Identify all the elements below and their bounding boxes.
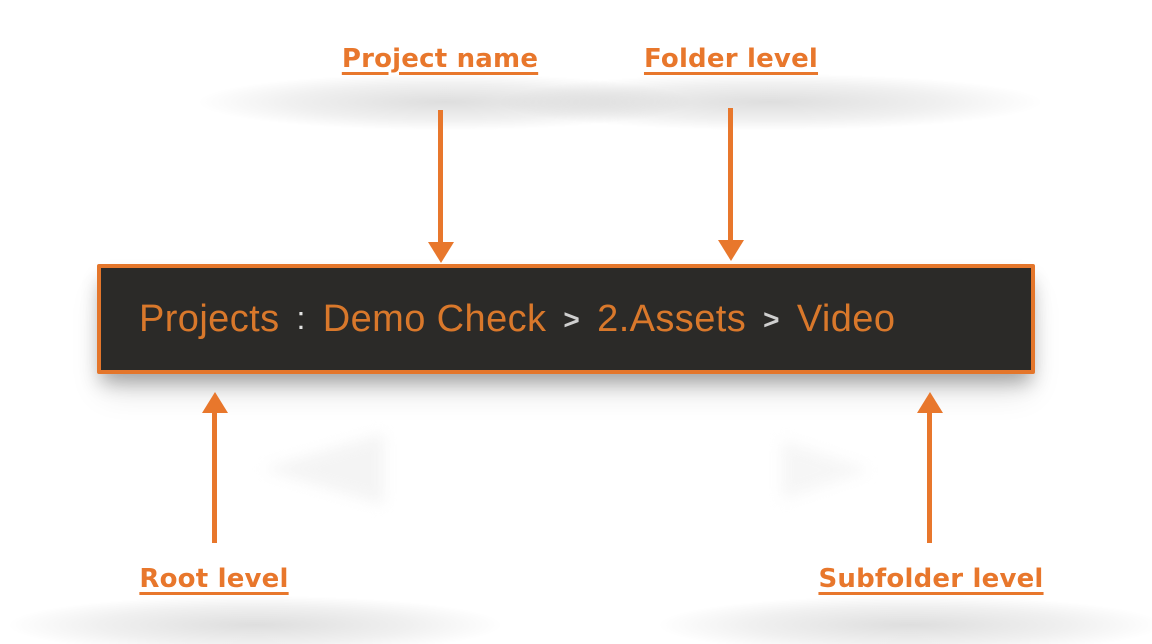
blurred-background-artifact	[262, 433, 384, 505]
breadcrumb-subfolder[interactable]: Video	[796, 297, 896, 340]
project-name-callout-label: Project name	[341, 44, 539, 74]
breadcrumb: Projects : Demo Check > 2.Assets > Video	[139, 298, 895, 341]
breadcrumb-bar: Projects : Demo Check > 2.Assets > Video	[97, 264, 1035, 374]
chevron-right-icon: >	[563, 304, 581, 335]
arrow-head	[717, 240, 744, 261]
arrow-shaft	[728, 108, 733, 242]
breadcrumb-project-name[interactable]: Demo Check	[322, 297, 547, 340]
arrow-shaft	[212, 411, 217, 543]
breadcrumb-root-projects[interactable]: Projects	[139, 297, 280, 340]
arrow-head	[916, 392, 943, 413]
arrow-shaft	[927, 411, 932, 543]
arrow-head	[201, 392, 228, 413]
label-shadow	[10, 596, 500, 644]
arrow-head	[427, 242, 454, 263]
chevron-right-icon: >	[763, 304, 780, 335]
folder-level-callout-label: Folder level	[643, 44, 819, 74]
breadcrumb-folder[interactable]: 2.Assets	[597, 297, 747, 340]
breadcrumb-colon-separator: :	[296, 299, 306, 336]
arrow-shaft	[438, 110, 443, 244]
label-shadow	[500, 74, 1040, 130]
root-level-callout-label: Root level	[139, 564, 289, 594]
subfolder-level-callout-label: Subfolder level	[818, 564, 1044, 594]
blurred-background-artifact	[782, 440, 870, 500]
label-shadow	[200, 74, 690, 130]
label-shadow	[660, 596, 1152, 644]
